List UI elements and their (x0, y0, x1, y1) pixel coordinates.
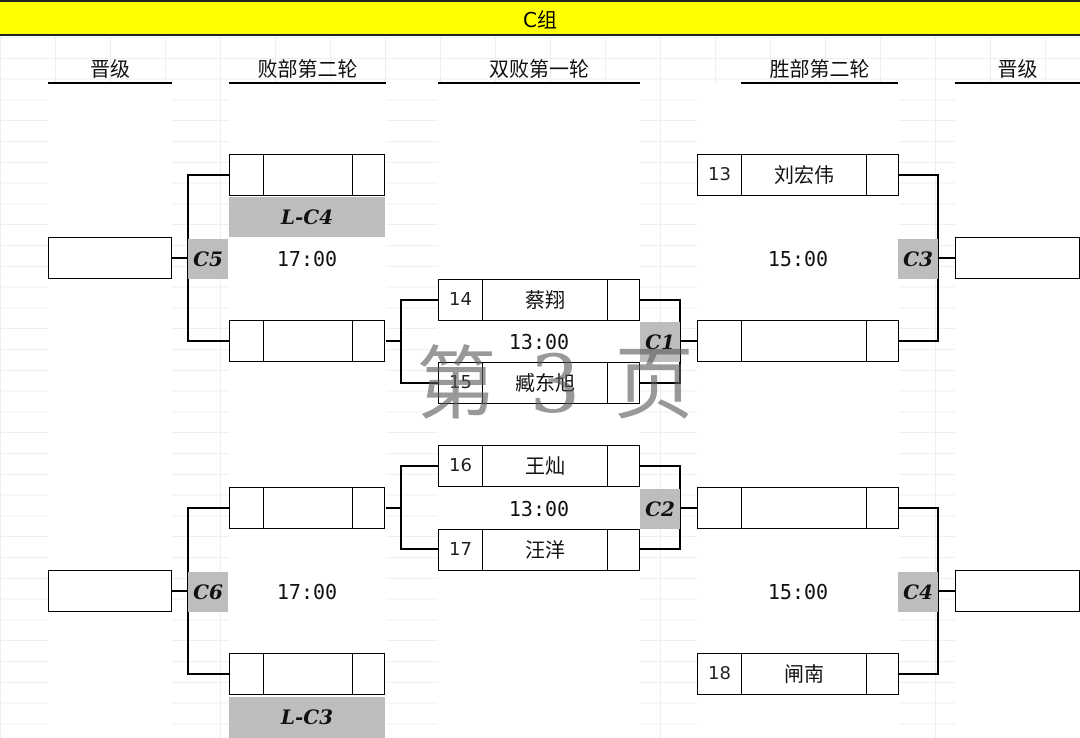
double-c2-bottom-slot[interactable]: 17 汪洋 (438, 529, 640, 571)
score-cell[interactable] (352, 654, 384, 694)
advance-slot-c5[interactable] (48, 237, 172, 279)
player-name (264, 155, 354, 195)
double-c1-bottom-slot[interactable]: 15 臧东旭 (438, 362, 640, 404)
player-name: 汪洋 (525, 538, 565, 562)
match-time-c3: 15:00 (767, 247, 829, 271)
score-cell[interactable] (866, 488, 898, 528)
header-advance-right: 晋级 (955, 56, 1080, 84)
seed-cell (230, 155, 264, 195)
connector-c1-left (400, 299, 438, 384)
losers-c5-top-slot[interactable] (229, 154, 385, 196)
player-name (742, 321, 866, 361)
column-bg (438, 84, 640, 738)
score-cell[interactable] (866, 321, 898, 361)
seed-cell: 14 (439, 280, 483, 320)
score-cell[interactable] (607, 530, 639, 570)
connector-c2-left (400, 465, 438, 550)
source-label-l-c3: L-C3 (229, 697, 385, 738)
seed-cell (230, 321, 264, 361)
player-name (264, 488, 354, 528)
seed-cell: 13 (698, 155, 742, 195)
score-cell[interactable] (866, 654, 898, 694)
seed-cell (230, 654, 264, 694)
header-losers-round2: 败部第二轮 (229, 56, 386, 84)
seed-cell (698, 488, 742, 528)
column-bg (48, 84, 172, 738)
score-cell[interactable] (352, 488, 384, 528)
match-tag-c2: C2 (640, 489, 680, 529)
player-name: 蔡翔 (525, 288, 565, 312)
double-c2-top-slot[interactable]: 16 王灿 (438, 445, 640, 487)
match-tag-c6: C6 (188, 572, 228, 612)
column-bg (955, 84, 1080, 738)
player-name: 王灿 (525, 454, 565, 478)
player-name (264, 321, 354, 361)
score-cell[interactable] (866, 155, 898, 195)
header-winners-round2: 胜部第二轮 (741, 56, 898, 84)
winners-c4-top-slot[interactable] (697, 487, 899, 529)
score-cell[interactable] (352, 321, 384, 361)
match-tag-c3: C3 (898, 239, 938, 279)
advance-slot-c4[interactable] (955, 570, 1080, 612)
player-name (742, 488, 866, 528)
losers-c6-bottom-slot[interactable] (229, 653, 385, 695)
match-time-c1: 13:00 (508, 330, 570, 354)
seed-cell (698, 321, 742, 361)
losers-c6-top-slot[interactable] (229, 487, 385, 529)
score-cell[interactable] (352, 155, 384, 195)
score-cell[interactable] (607, 363, 639, 403)
match-tag-c1: C1 (640, 322, 680, 362)
match-time-c6: 17:00 (276, 580, 338, 604)
header-double-round1: 双败第一轮 (438, 56, 640, 84)
score-cell[interactable] (607, 446, 639, 486)
double-c1-top-slot[interactable]: 14 蔡翔 (438, 279, 640, 321)
winners-c3-bottom-slot[interactable] (697, 320, 899, 362)
match-time-c4: 15:00 (767, 580, 829, 604)
score-cell[interactable] (607, 280, 639, 320)
seed-cell: 18 (698, 654, 742, 694)
seed-cell (230, 488, 264, 528)
seed-cell: 15 (439, 363, 483, 403)
group-title: C组 (0, 0, 1080, 36)
player-name: 臧东旭 (515, 371, 575, 395)
player-name: 闸南 (784, 662, 824, 686)
header-advance-left: 晋级 (48, 56, 172, 84)
winners-c3-top-slot[interactable]: 13 刘宏伟 (697, 154, 899, 196)
advance-slot-c3[interactable] (955, 237, 1080, 279)
match-tag-c5: C5 (188, 239, 228, 279)
match-time-c2: 13:00 (508, 497, 570, 521)
player-name: 刘宏伟 (774, 163, 834, 187)
player-name (264, 654, 354, 694)
advance-slot-c6[interactable] (48, 570, 172, 612)
winners-c4-bottom-slot[interactable]: 18 闸南 (697, 653, 899, 695)
source-label-l-c4: L-C4 (229, 197, 385, 237)
losers-c5-bottom-slot[interactable] (229, 320, 385, 362)
match-time-c5: 17:00 (276, 247, 338, 271)
match-tag-c4: C4 (898, 572, 938, 612)
seed-cell: 17 (439, 530, 483, 570)
seed-cell: 16 (439, 446, 483, 486)
